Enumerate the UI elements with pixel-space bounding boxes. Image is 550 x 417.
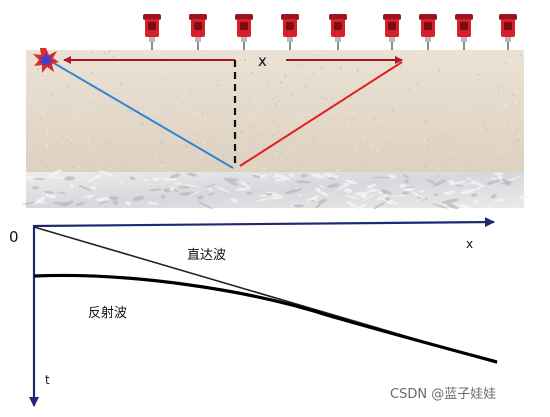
geophone-icon — [143, 14, 161, 50]
reflected-wave-curve — [33, 273, 498, 364]
geophone-icon — [419, 14, 437, 50]
sand-layer — [26, 50, 524, 172]
geophone-icon — [383, 14, 401, 50]
source-burst-icon — [33, 48, 59, 73]
bedrock-texture — [22, 169, 529, 210]
x-axis — [33, 217, 495, 228]
geophone-icon — [281, 14, 299, 50]
direct-wave-label: 直达波 — [187, 248, 227, 263]
reflected-wave-label: 反射波 — [88, 306, 128, 321]
geophone-icon — [189, 14, 207, 50]
reflected-ray — [239, 61, 403, 167]
geophone-icon — [329, 14, 347, 50]
incident-ray — [51, 61, 234, 169]
origin-label: 0 — [9, 228, 19, 246]
geophone-icon — [499, 14, 517, 50]
geophone-icon — [455, 14, 473, 50]
x-axis-label: x — [466, 237, 474, 251]
sand-texture — [25, 50, 524, 172]
watermark: CSDN @蓝子娃娃 — [390, 387, 497, 402]
t-axis-label: t — [45, 373, 50, 387]
geophone-icon — [235, 14, 253, 50]
geophone-row — [143, 14, 517, 50]
surface-distance-label: x — [258, 52, 267, 70]
